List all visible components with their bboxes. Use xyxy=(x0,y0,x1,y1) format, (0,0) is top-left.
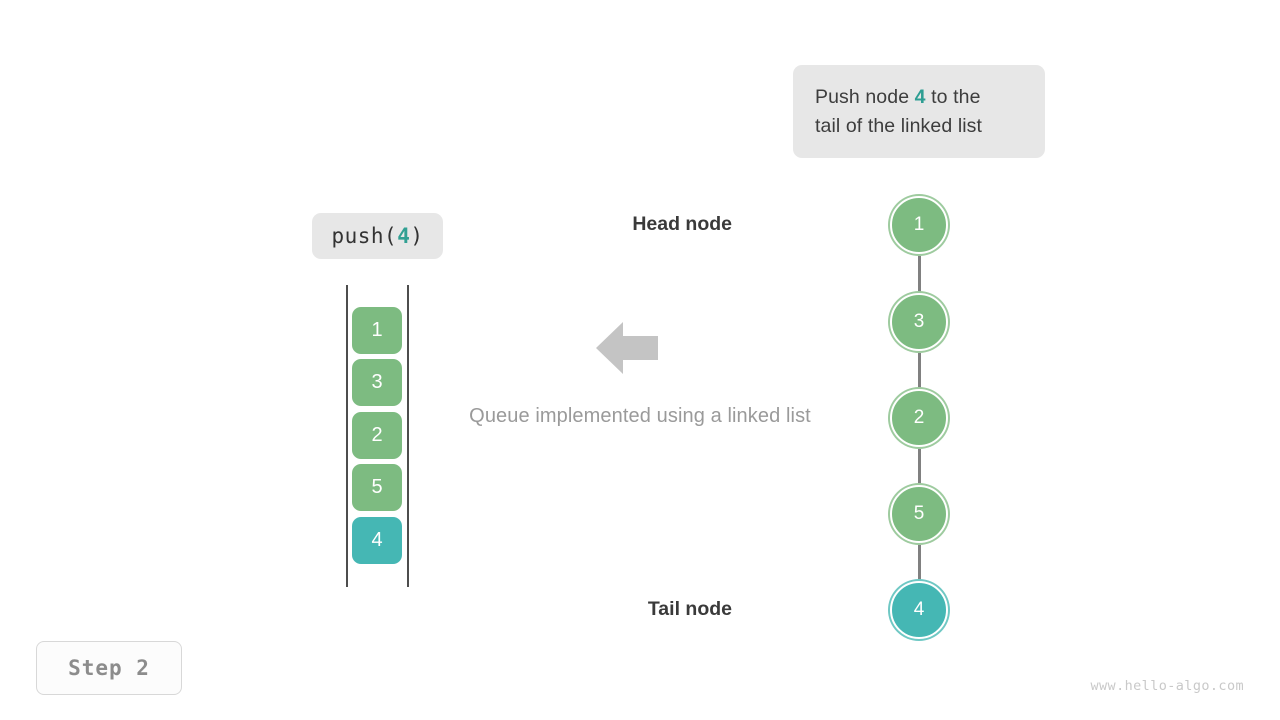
linked-list-edge xyxy=(917,545,921,584)
queue-cell: 2 xyxy=(352,412,402,459)
queue-cell: 1 xyxy=(352,307,402,354)
linked-list-node: 3 xyxy=(890,293,948,351)
head-node-label: Head node xyxy=(632,213,732,235)
linked-list-diagram: Head node Tail node 1 3 2 5 4 xyxy=(632,185,1000,655)
operation-badge: push(4) xyxy=(312,213,443,259)
operation-argument: 4 xyxy=(397,224,411,248)
linked-list-node: 2 xyxy=(890,389,948,447)
arrow-left-icon xyxy=(596,321,658,375)
linked-list-edge xyxy=(917,256,921,296)
queue-cell-highlighted: 4 xyxy=(352,517,402,564)
linked-list-node: 5 xyxy=(890,485,948,543)
description-accent-value: 4 xyxy=(914,86,926,108)
queue-rail-right xyxy=(407,285,409,587)
description-line2: tail of the linked list xyxy=(815,115,983,137)
watermark: www.hello-algo.com xyxy=(1090,678,1244,694)
description-line1-prefix: Push node xyxy=(815,86,915,108)
description-text: Push node 4 to the tail of the linked li… xyxy=(815,83,1023,141)
queue-array: 1 3 2 5 4 xyxy=(340,285,420,587)
operation-prefix: push( xyxy=(331,224,398,248)
queue-cell: 3 xyxy=(352,359,402,406)
linked-list-node: 1 xyxy=(890,196,948,254)
description-line1-suffix: to the xyxy=(925,86,981,108)
tail-node-label: Tail node xyxy=(647,598,732,620)
step-badge: Step 2 xyxy=(36,641,182,695)
queue-rail-left xyxy=(346,285,348,587)
operation-suffix: ) xyxy=(410,224,424,248)
linked-list-node-highlighted: 4 xyxy=(890,581,948,639)
diagram-caption: Queue implemented using a linked list xyxy=(469,405,811,427)
description-tooltip: Push node 4 to the tail of the linked li… xyxy=(793,65,1045,158)
queue-cell: 5 xyxy=(352,464,402,511)
linked-list-edge xyxy=(917,353,921,392)
linked-list-edge xyxy=(917,449,921,488)
